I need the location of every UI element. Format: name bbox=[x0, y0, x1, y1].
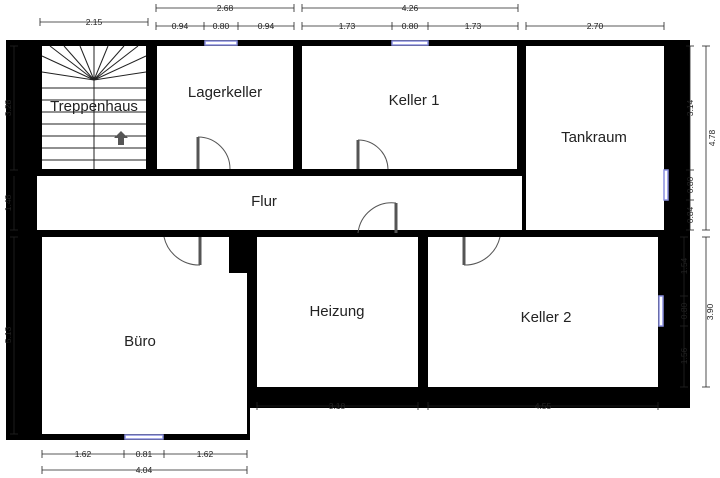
dim-left-treppenhaus: 3.28 bbox=[3, 99, 13, 116]
dim-top-keller1-right: 1.73 bbox=[465, 21, 482, 31]
dimension-lines bbox=[10, 4, 710, 474]
room-keller1 bbox=[302, 46, 517, 169]
dim-left-buero: 5.13 bbox=[3, 326, 13, 343]
dim-bottom-buero-right: 1.62 bbox=[197, 449, 214, 459]
dim-top-lagerkeller-left: 0.94 bbox=[172, 21, 189, 31]
dim-bottom-heizung: 3.18 bbox=[329, 401, 346, 411]
dimension-labels: 2.15 2.68 0.94 0.80 0.94 4.26 1.73 0.80 … bbox=[3, 3, 717, 475]
dim-right-tankraum-lower: 0.84 bbox=[685, 206, 695, 223]
dim-right-tankraum-window: 0.80 bbox=[685, 176, 695, 193]
room-tankraum bbox=[526, 46, 664, 230]
room-keller2 bbox=[428, 237, 658, 387]
dim-right-tankraum-total: 4.78 bbox=[707, 129, 717, 146]
exterior-area-right bbox=[690, 40, 720, 478]
label-lagerkeller: Lagerkeller bbox=[188, 84, 262, 101]
room-flur bbox=[37, 176, 522, 230]
dim-top-keller1-window: 0.80 bbox=[402, 21, 419, 31]
arrow-up-icon bbox=[114, 131, 128, 145]
windows bbox=[124, 40, 669, 440]
dim-bottom-buero-total: 4.04 bbox=[136, 465, 153, 475]
label-flur: Flur bbox=[251, 193, 277, 210]
exterior-area-left bbox=[0, 40, 6, 478]
dim-top-keller1-left: 1.73 bbox=[339, 21, 356, 31]
dim-right-keller2-window: 0.80 bbox=[679, 302, 689, 319]
window-lagerkeller bbox=[204, 40, 238, 46]
dim-top-lagerkeller-window: 0.80 bbox=[213, 21, 230, 31]
label-keller2: Keller 2 bbox=[521, 309, 572, 326]
dim-right-keller2-upper: 1.54 bbox=[679, 257, 689, 274]
label-buero: Büro bbox=[124, 333, 156, 350]
dim-top-treppenhaus: 2.15 bbox=[86, 17, 103, 27]
dim-bottom-keller2: 4.55 bbox=[535, 401, 552, 411]
label-heizung: Heizung bbox=[309, 303, 364, 320]
dim-right-keller2-total: 3.90 bbox=[705, 303, 715, 320]
room-lagerkeller bbox=[157, 46, 293, 169]
room-heizung bbox=[257, 237, 418, 387]
dim-top-lagerkeller: 2.68 bbox=[217, 3, 234, 13]
window-keller2 bbox=[658, 295, 664, 327]
dim-top-keller1: 4.26 bbox=[402, 3, 419, 13]
label-keller1: Keller 1 bbox=[389, 92, 440, 109]
dim-top-tankraum: 2.70 bbox=[587, 21, 604, 31]
window-keller1 bbox=[391, 40, 429, 46]
dim-top-lagerkeller-right: 0.94 bbox=[258, 21, 275, 31]
dim-left-flur: 1.48 bbox=[3, 194, 13, 211]
wall-notch bbox=[229, 233, 249, 273]
dim-right-tankraum-upper: 3.14 bbox=[685, 99, 695, 116]
exterior-bottom-left bbox=[0, 440, 720, 478]
dim-right-keller2-lower: 1.56 bbox=[679, 347, 689, 364]
room-buero bbox=[42, 237, 247, 434]
label-tankraum: Tankraum bbox=[561, 129, 627, 146]
window-buero bbox=[124, 434, 164, 440]
doors bbox=[163, 136, 501, 266]
window-tankraum bbox=[663, 169, 669, 201]
dim-bottom-buero-window: 0.81 bbox=[136, 449, 153, 459]
label-treppenhaus: Treppenhaus bbox=[50, 98, 138, 115]
dim-bottom-buero-left: 1.62 bbox=[75, 449, 92, 459]
staircase bbox=[41, 45, 147, 169]
